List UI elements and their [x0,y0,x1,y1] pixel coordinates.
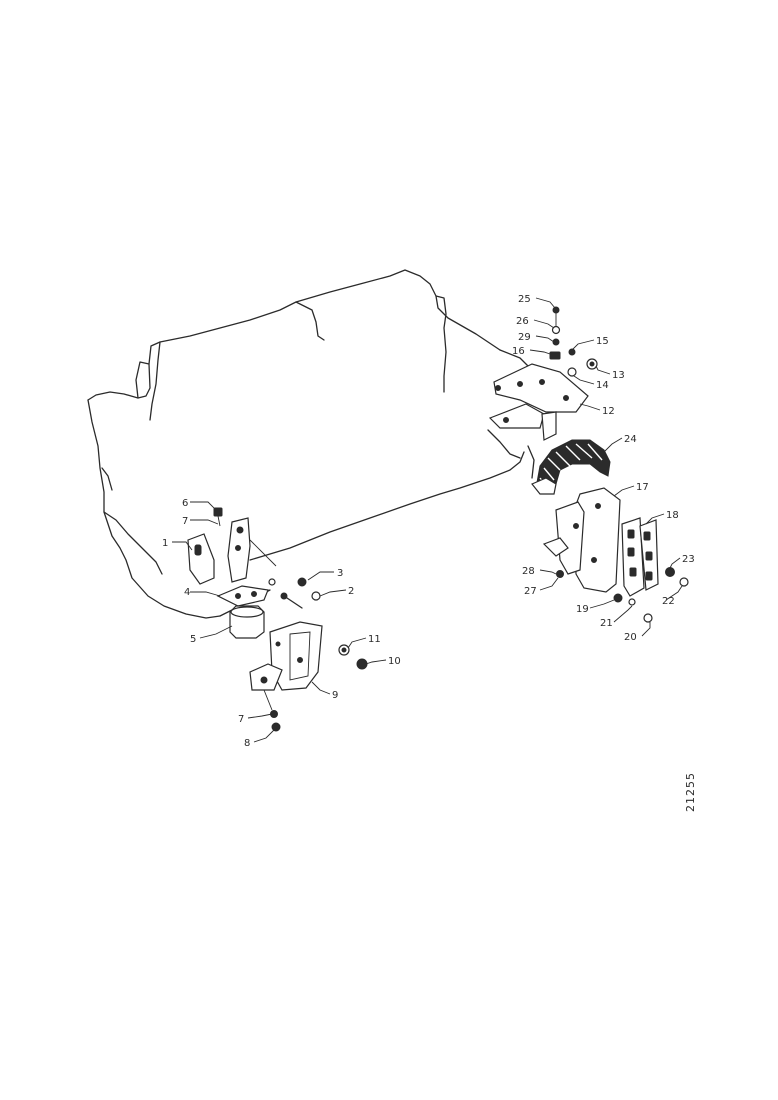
callout-15: 15 [596,336,609,347]
callout-11: 11 [368,634,381,645]
callout-20: 20 [624,632,637,643]
bracket-plate [187,533,215,585]
side-plate [621,517,645,597]
callout-labels: 1 2 3 4 5 6 7 7 8 9 10 11 12 13 14 15 16… [162,294,695,749]
callout-13: 13 [612,370,625,381]
leader-lines [172,297,683,743]
callout-24: 24 [624,434,637,445]
front-mount-assembly [187,507,368,732]
callout-25: 25 [518,294,531,305]
callout-9: 9 [332,690,338,701]
engine-block-outline [87,269,535,619]
callout-2: 2 [348,586,354,597]
callout-3: 3 [337,568,343,579]
callout-21: 21 [600,618,613,629]
figure-reference-number: 21255 [684,772,697,812]
callout-28: 28 [522,566,535,577]
callout-4: 4 [184,587,190,598]
callout-6: 6 [182,498,188,509]
callout-17: 17 [636,482,649,493]
callout-8: 8 [244,738,250,749]
callout-12: 12 [602,406,615,417]
callout-19: 19 [576,604,589,615]
callout-7-top: 7 [182,516,188,527]
mount-plate [216,585,269,607]
callout-16: 16 [512,346,525,357]
callout-18: 18 [666,510,679,521]
rear-mount-assembly [488,306,689,623]
callout-14: 14 [596,380,609,391]
callout-10: 10 [388,656,401,667]
callout-7-bottom: 7 [238,714,244,725]
callout-5: 5 [190,634,196,645]
rear-rubber-mount [535,439,611,493]
callout-23: 23 [682,554,695,565]
callout-27: 27 [524,586,537,597]
callout-22: 22 [662,596,675,607]
callout-26: 26 [516,316,529,327]
callout-1: 1 [162,538,168,549]
callout-29: 29 [518,332,531,343]
